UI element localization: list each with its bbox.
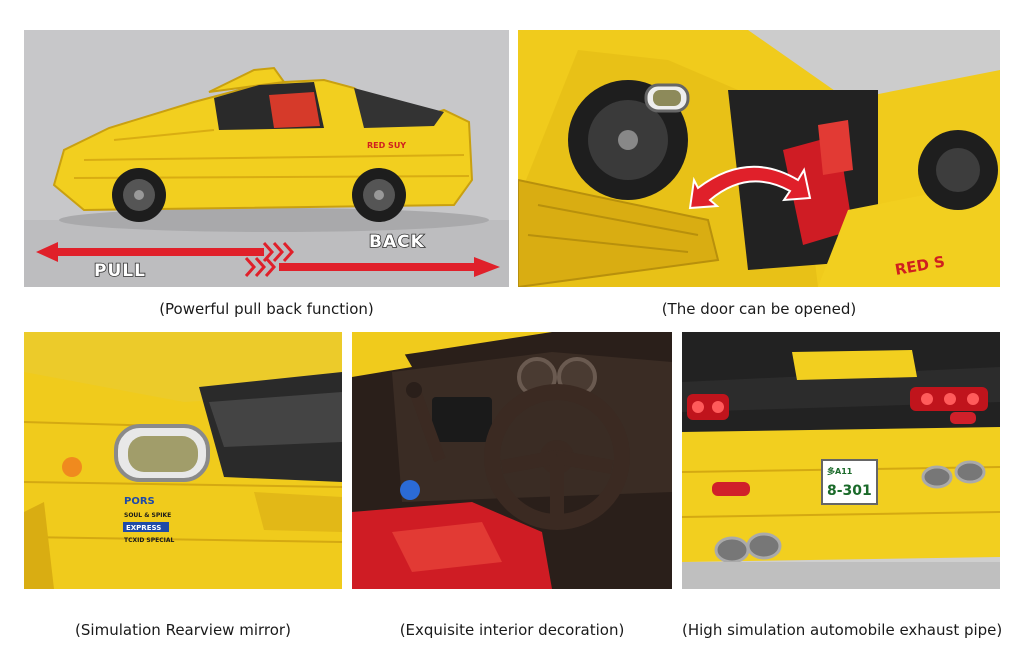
mirror-caption: (Simulation Rearview mirror) bbox=[75, 621, 291, 639]
mirror-panel: PORS SOUL & SPIKE EXPRESS TCXID SPECIAL bbox=[24, 332, 342, 589]
interior-caption: (Exquisite interior decoration) bbox=[399, 621, 625, 639]
pull-back-car-image: RED SUY PULL BACK bbox=[24, 30, 509, 287]
door-image: RED S bbox=[518, 30, 1000, 287]
pull-back-panel: RED SUY PULL BACK bbox=[24, 30, 509, 287]
rotate-arrow-icon bbox=[688, 165, 812, 210]
sticker-line-4: TCXID SPECIAL bbox=[124, 537, 175, 544]
door-panel: RED S bbox=[518, 30, 1000, 287]
door-caption: (The door can be opened) bbox=[661, 300, 857, 318]
interior-panel bbox=[352, 332, 672, 589]
sticker-line-3: EXPRESS bbox=[126, 524, 161, 532]
plate-number-text: 8-301 bbox=[827, 483, 872, 499]
pull-arrow-icon bbox=[36, 242, 295, 262]
door-stickers: PORS SOUL & SPIKE EXPRESS TCXID SPECIAL bbox=[119, 492, 181, 544]
exhaust-pipe-icon bbox=[714, 460, 986, 564]
exhaust-panel: 多A11 8-301 bbox=[682, 332, 1000, 589]
exhaust-caption: (High simulation automobile exhaust pipe… bbox=[682, 621, 1003, 639]
pull-back-caption: (Powerful pull back function) bbox=[159, 300, 374, 318]
sticker-line-2: SOUL & SPIKE bbox=[124, 512, 171, 519]
mirror-image: PORS SOUL & SPIKE EXPRESS TCXID SPECIAL bbox=[24, 332, 342, 589]
back-label: BACK bbox=[369, 232, 425, 252]
interior-image bbox=[352, 332, 672, 589]
car-decal-text: RED SUY bbox=[367, 141, 406, 150]
back-arrow-icon bbox=[244, 257, 500, 277]
sticker-line-1: PORS bbox=[124, 496, 155, 507]
steering-wheel-icon bbox=[484, 384, 630, 530]
exhaust-image: 多A11 8-301 bbox=[682, 332, 1000, 589]
pull-label: PULL bbox=[94, 261, 146, 281]
license-plate: 多A11 8-301 bbox=[821, 459, 878, 505]
plate-top-text: 多A11 bbox=[827, 466, 853, 476]
